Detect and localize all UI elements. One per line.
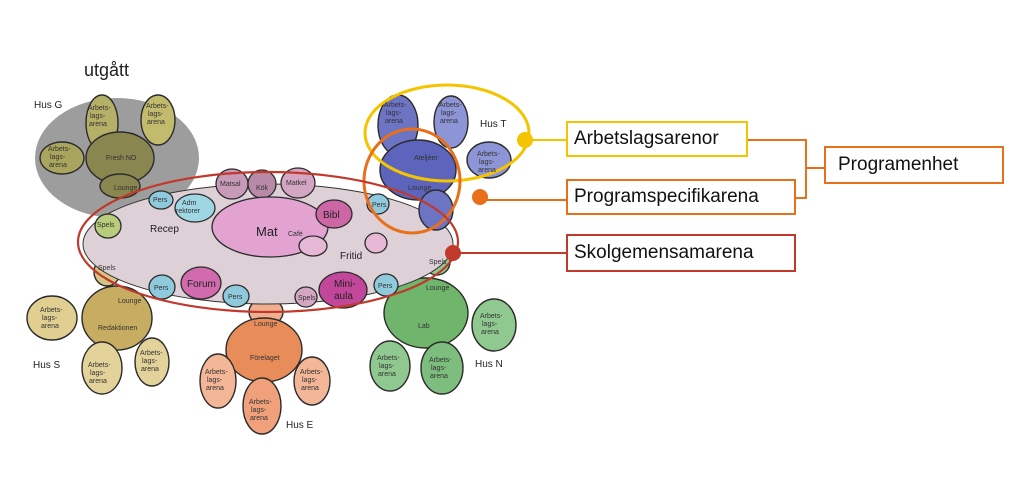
- room-label: lags-: [379, 363, 395, 370]
- room-label: Lounge: [254, 321, 277, 328]
- room-label: Arbets-: [439, 102, 462, 109]
- room-label: lags-: [50, 154, 66, 161]
- adm-label: rektorer: [176, 208, 201, 215]
- room-label: Arbets-: [40, 307, 63, 314]
- admin-area: [94, 190, 390, 239]
- room-label: lags-: [431, 365, 447, 372]
- orange-dot: [472, 189, 488, 205]
- room-label: arena: [206, 385, 224, 392]
- legend-skolgemensamarena: Skolgemensamarena: [566, 234, 796, 272]
- room-label: arena: [89, 378, 107, 385]
- room-label: Arbets-: [477, 151, 500, 158]
- room-label: Förelaget: [250, 355, 280, 362]
- room-label: Arbets-: [377, 355, 400, 362]
- miniaula-label: aula: [334, 291, 353, 302]
- room-label: Arbets-: [384, 102, 407, 109]
- room-label: arena: [430, 373, 448, 380]
- room-label: arena: [481, 329, 499, 336]
- room-label: Lounge: [114, 185, 137, 192]
- hus-s-label: Hus S: [33, 360, 61, 371]
- room-label: Arbets-: [205, 369, 228, 376]
- adm-label: Adm: [182, 200, 197, 207]
- room-label: Lounge: [426, 285, 449, 292]
- room-label: lags-: [441, 110, 457, 117]
- bibl-label: Bibl: [323, 210, 340, 221]
- room-label: lags-: [90, 113, 106, 120]
- room-label: lags-: [251, 407, 267, 414]
- spels-label: Spels: [429, 259, 447, 266]
- cafe-label: Café: [288, 231, 303, 238]
- room-label: Redaktionen: [98, 325, 137, 332]
- hus-g-label: Hus G: [34, 100, 63, 111]
- forum-label: Forum: [187, 279, 216, 290]
- red-arena-outline: [76, 170, 460, 314]
- room-label: Arbets-: [480, 313, 503, 320]
- spels-label: Spels: [97, 222, 115, 229]
- hus-g-cluster: [39, 94, 176, 199]
- matsal-label: Matsal: [220, 181, 241, 188]
- room-label: Arbets-: [140, 350, 163, 357]
- miniaula-label: Mini-: [334, 279, 356, 290]
- room-label: arena: [385, 118, 403, 125]
- legend-programenhet: Programenhet: [824, 146, 1004, 184]
- room-label: Ateljéer: [414, 155, 438, 162]
- pers-label: Pers: [228, 294, 243, 301]
- room-label: lags-: [148, 111, 164, 118]
- kok-label: Kök: [256, 185, 269, 192]
- room-label: Arbets-: [429, 357, 452, 364]
- legend-arbetslagsarenor: Arbetslagsarenor: [566, 121, 748, 157]
- hus-n-label: Hus N: [475, 359, 503, 370]
- room-label: lags-: [302, 377, 318, 384]
- room-label: Fresh NO: [106, 155, 137, 162]
- outdated-title: utgått: [84, 60, 130, 80]
- food-area: [211, 167, 388, 258]
- room-label: lags-: [482, 321, 498, 328]
- legend-programspecifikarena: Programspecifikarena: [566, 179, 796, 215]
- pers-label: Pers: [372, 202, 387, 209]
- recep-label: Recep: [150, 224, 179, 235]
- room-label: arena: [440, 118, 458, 125]
- room-label: Arbets-: [146, 103, 169, 110]
- hus-t-label: Hus T: [480, 119, 507, 130]
- room-label: arena: [301, 385, 319, 392]
- room-label: arena: [49, 162, 67, 169]
- yellow-arena-outline: [363, 83, 531, 183]
- room-label: arena: [141, 366, 159, 373]
- red-dot: [445, 245, 461, 261]
- room-label: Lounge: [408, 185, 431, 192]
- yellow-dot: [517, 132, 533, 148]
- room-label: lags-: [90, 370, 106, 377]
- room-label: arena: [250, 415, 268, 422]
- spels-label: Spels: [98, 265, 116, 272]
- mat-label: Mat: [256, 224, 278, 239]
- room-label: lags-: [42, 315, 58, 322]
- room-label: arena: [89, 121, 107, 128]
- pers-label: Pers: [378, 283, 393, 290]
- room-label: Arbets-: [88, 362, 111, 369]
- room-label: lags-: [479, 159, 495, 166]
- room-label: Lounge: [118, 298, 141, 305]
- spels-label: Spels: [298, 295, 316, 302]
- room-label: arena: [378, 371, 396, 378]
- hus-e-cluster: [199, 297, 331, 435]
- pers-label: Pers: [153, 197, 168, 204]
- matkel-label: Matkel: [286, 180, 307, 187]
- bottom-central-row: [148, 266, 399, 309]
- fritid-label: Fritid: [340, 251, 362, 262]
- room-label: Arbets-: [88, 105, 111, 112]
- pers-label: Pers: [154, 285, 169, 292]
- room-label: lags-: [142, 358, 158, 365]
- room-label: arena: [478, 167, 496, 174]
- room-label: Lab: [418, 323, 430, 330]
- hus-e-label: Hus E: [286, 420, 314, 431]
- room-label: arena: [41, 323, 59, 330]
- room-label: arena: [147, 119, 165, 126]
- room-label: Arbets-: [48, 146, 71, 153]
- room-label: Arbets-: [300, 369, 323, 376]
- room-label: lags-: [207, 377, 223, 384]
- room-label: lags-: [386, 110, 402, 117]
- room-label: Arbets-: [249, 399, 272, 406]
